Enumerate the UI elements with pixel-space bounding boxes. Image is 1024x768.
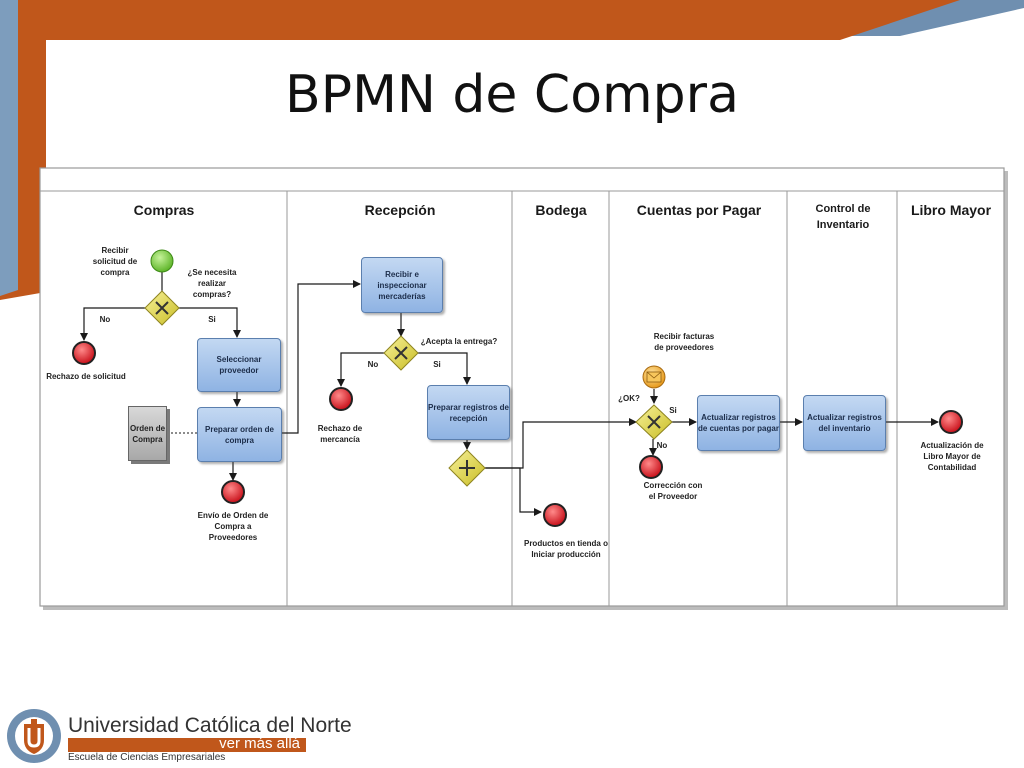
- label-actualizacion-libro: Actualización de Libro Mayor de Contabil…: [920, 441, 984, 472]
- lane-title-bodega: Bodega: [535, 202, 587, 218]
- flow-gateway2-no: [337, 352, 384, 387]
- data-object-orden-compra: Orden de Compra: [128, 406, 167, 461]
- end-event-correccion: [639, 455, 663, 479]
- label-rechazo-mercancia: Rechazo de mercancía: [317, 424, 363, 444]
- label-no-3: No: [656, 441, 668, 450]
- end-event-rechazo-mercancia: [329, 387, 353, 411]
- end-event-productos: [543, 503, 567, 527]
- lane-title-compras: Compras: [133, 202, 195, 218]
- task-preparar-registros[interactable]: Preparar registros de recepción: [427, 385, 510, 440]
- label-recibir-solicitud: Recibir solicitud de compra: [92, 246, 138, 277]
- task-preparar-orden-compra[interactable]: Preparar orden de compra: [197, 407, 282, 462]
- label-productos-tienda: Productos en tienda o Iniciar producción: [523, 539, 608, 559]
- parallel-gateway: [448, 449, 486, 487]
- flow-gateway2-si: [418, 352, 471, 385]
- school-name: Escuela de Ciencias Empresariales: [68, 752, 226, 763]
- gateway-se-necesita: [144, 290, 180, 326]
- label-recibir-facturas: Recibir facturas de proveedores: [653, 332, 715, 352]
- label-acepta-entrega: ¿Acepta la entrega?: [420, 337, 498, 346]
- orange-band: [0, 0, 960, 300]
- end-event-libro-mayor: [939, 410, 963, 434]
- label-no-1: No: [99, 315, 111, 324]
- task-actualizar-cuentas-por-pagar[interactable]: Actualizar registros de cuentas por paga…: [697, 395, 780, 451]
- lane-title-control-inventario: Control de Inventario: [815, 203, 871, 231]
- slide-title: BPMN de Compra: [285, 65, 739, 125]
- slate-stripe: [0, 0, 18, 296]
- end-event-envio-orden: [221, 480, 245, 504]
- flow-parallel-to-productos: [485, 467, 542, 516]
- label-si-3: Si: [669, 406, 677, 415]
- lane-title-libro-mayor: Libro Mayor: [910, 202, 992, 218]
- label-correccion: Corrección con el Proveedor: [643, 481, 703, 501]
- label-si-2: Si: [433, 360, 441, 369]
- gateway-ok: [635, 404, 673, 440]
- task-recibir-inspeccionar[interactable]: Recibir e inspeccionar mercaderías: [361, 257, 443, 313]
- lane-title-cuentas-por-pagar: Cuentas por Pagar: [636, 202, 762, 218]
- university-seal-logo: [7, 709, 61, 763]
- gateway-acepta-entrega: [383, 335, 419, 371]
- start-event: [150, 249, 174, 273]
- task-actualizar-inventario[interactable]: Actualizar registros del inventario: [803, 395, 886, 451]
- envelope-icon: [646, 371, 662, 383]
- label-envio-orden: Envío de Orden de Compra a Proveedores: [197, 511, 269, 542]
- flow-gateway-si: [179, 307, 241, 338]
- label-ok: ¿OK?: [618, 394, 640, 403]
- tagline-bar: ver más allá: [68, 735, 306, 752]
- message-event-facturas: [642, 365, 666, 389]
- label-rechazo-solicitud: Rechazo de solicitud: [46, 372, 126, 381]
- label-si-1: Si: [208, 315, 216, 324]
- task-seleccionar-proveedor[interactable]: Seleccionar proveedor: [197, 338, 281, 392]
- flow-gateway-no: [80, 307, 145, 341]
- institution-name: Universidad Católica del Norte: [68, 714, 352, 737]
- lane-title-recepcion: Recepción: [364, 202, 436, 218]
- label-se-necesita: ¿Se necesita realizar compras?: [187, 268, 237, 299]
- flow-preparar-to-recibir: [281, 280, 361, 434]
- tagline: ver más allá: [219, 735, 300, 752]
- end-event-rechazo-solicitud: [72, 341, 96, 365]
- label-no-2: No: [367, 360, 379, 369]
